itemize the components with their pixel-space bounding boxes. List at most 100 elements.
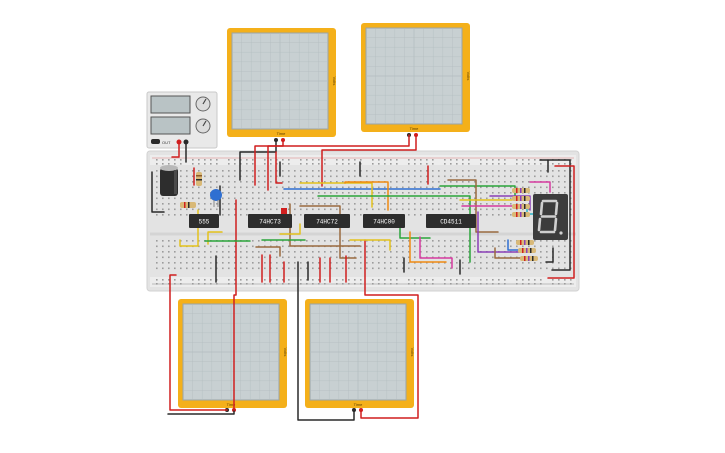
hole[interactable]: [384, 256, 386, 259]
hole[interactable]: [564, 245, 566, 248]
hole[interactable]: [312, 197, 314, 200]
hole[interactable]: [528, 170, 530, 172]
hole[interactable]: [312, 192, 314, 194]
hole[interactable]: [492, 186, 494, 189]
hole[interactable]: [540, 245, 542, 248]
hole[interactable]: [510, 214, 512, 216]
hole[interactable]: [264, 186, 266, 189]
hole[interactable]: [234, 251, 236, 253]
hole[interactable]: [222, 197, 224, 200]
rail-hole[interactable]: [264, 159, 266, 161]
hole[interactable]: [228, 256, 230, 259]
rail-hole[interactable]: [552, 163, 554, 165]
hole[interactable]: [210, 208, 212, 211]
rail-hole[interactable]: [180, 163, 182, 165]
hole[interactable]: [510, 192, 512, 194]
hole[interactable]: [432, 240, 434, 242]
rail-hole[interactable]: [564, 279, 566, 281]
hole[interactable]: [162, 256, 164, 259]
rail-hole[interactable]: [306, 163, 308, 165]
hole[interactable]: [324, 170, 326, 172]
hole[interactable]: [336, 186, 338, 189]
hole[interactable]: [426, 251, 428, 253]
hole[interactable]: [540, 251, 542, 253]
rail-hole[interactable]: [468, 283, 470, 285]
hole[interactable]: [462, 197, 464, 200]
hole[interactable]: [168, 262, 170, 264]
rail-hole[interactable]: [342, 283, 344, 285]
rail-hole[interactable]: [516, 159, 518, 161]
hole[interactable]: [426, 262, 428, 264]
rail-hole[interactable]: [210, 163, 212, 165]
hole[interactable]: [270, 197, 272, 200]
hole[interactable]: [162, 240, 164, 242]
hole[interactable]: [414, 251, 416, 253]
hole[interactable]: [468, 203, 470, 205]
hole[interactable]: [282, 240, 284, 242]
hole[interactable]: [492, 181, 494, 183]
rail-hole[interactable]: [468, 159, 470, 161]
hole[interactable]: [324, 240, 326, 242]
rail-hole[interactable]: [240, 279, 242, 281]
hole[interactable]: [282, 192, 284, 194]
hole[interactable]: [372, 256, 374, 259]
rail-hole[interactable]: [444, 283, 446, 285]
chip-cd4511[interactable]: CD4511: [426, 214, 476, 228]
rail-hole[interactable]: [378, 159, 380, 161]
hole[interactable]: [348, 175, 350, 178]
rail-hole[interactable]: [354, 163, 356, 165]
hole[interactable]: [162, 245, 164, 248]
hole[interactable]: [408, 251, 410, 253]
rail-hole[interactable]: [396, 159, 398, 161]
hole[interactable]: [270, 267, 272, 270]
hole[interactable]: [288, 192, 290, 194]
hole[interactable]: [552, 175, 554, 178]
hole[interactable]: [330, 256, 332, 259]
rail-hole[interactable]: [228, 283, 230, 285]
hole[interactable]: [390, 203, 392, 205]
rail-hole[interactable]: [162, 163, 164, 165]
hole[interactable]: [294, 208, 296, 211]
hole[interactable]: [486, 197, 488, 200]
rail-hole[interactable]: [216, 283, 218, 285]
hole[interactable]: [216, 245, 218, 248]
hole[interactable]: [534, 186, 536, 189]
hole[interactable]: [480, 181, 482, 183]
hole[interactable]: [156, 186, 158, 189]
hole[interactable]: [522, 267, 524, 270]
hole[interactable]: [264, 251, 266, 253]
resistor[interactable]: [518, 248, 536, 253]
rail-hole[interactable]: [210, 279, 212, 281]
hole[interactable]: [174, 245, 176, 248]
rail-hole[interactable]: [318, 279, 320, 281]
hole[interactable]: [294, 186, 296, 189]
hole[interactable]: [432, 170, 434, 172]
hole[interactable]: [372, 251, 374, 253]
hole[interactable]: [348, 251, 350, 253]
hole[interactable]: [450, 170, 452, 172]
hole[interactable]: [348, 240, 350, 242]
rail-hole[interactable]: [162, 159, 164, 161]
hole[interactable]: [426, 203, 428, 205]
rail-hole[interactable]: [570, 283, 572, 285]
hole[interactable]: [510, 262, 512, 264]
hole[interactable]: [192, 256, 194, 259]
hole[interactable]: [240, 175, 242, 178]
hole[interactable]: [240, 192, 242, 194]
rail-hole[interactable]: [558, 279, 560, 281]
hole[interactable]: [318, 251, 320, 253]
hole[interactable]: [396, 251, 398, 253]
rail-hole[interactable]: [228, 159, 230, 161]
hole[interactable]: [192, 181, 194, 183]
rail-hole[interactable]: [390, 279, 392, 281]
hole[interactable]: [198, 256, 200, 259]
hole[interactable]: [516, 262, 518, 264]
hole[interactable]: [504, 197, 506, 200]
rail-hole[interactable]: [318, 159, 320, 161]
hole[interactable]: [540, 262, 542, 264]
hole[interactable]: [486, 245, 488, 248]
rail-hole[interactable]: [456, 159, 458, 161]
hole[interactable]: [336, 197, 338, 200]
hole[interactable]: [246, 208, 248, 211]
hole[interactable]: [510, 240, 512, 242]
